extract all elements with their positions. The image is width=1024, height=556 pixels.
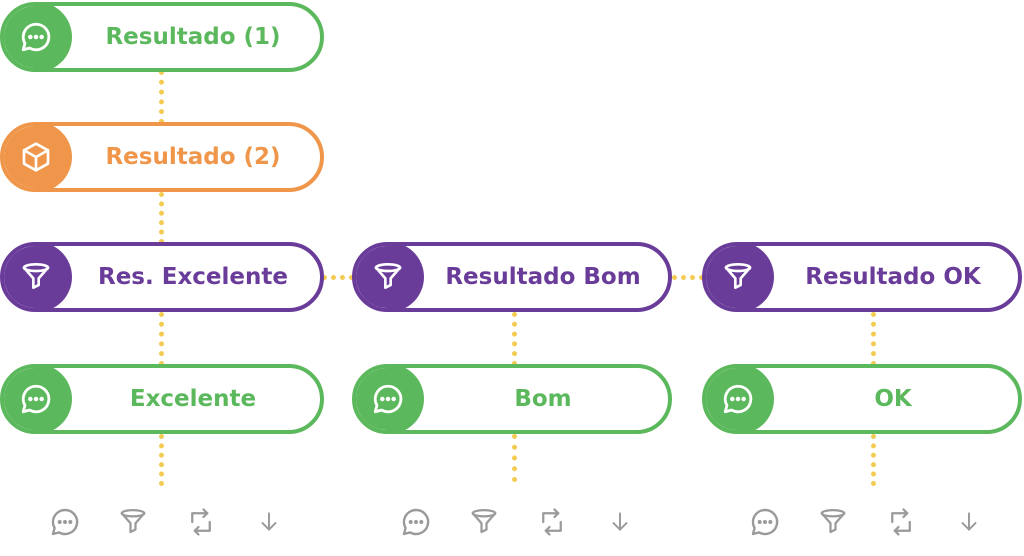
node-excelente[interactable]: Excelente [0, 364, 324, 434]
connector-excelente-bom-filter [322, 275, 354, 280]
arrow-down-icon[interactable] [603, 505, 637, 539]
filter-icon[interactable] [467, 505, 501, 539]
node-label: Resultado Bom [445, 264, 641, 290]
node-label: OK [874, 386, 912, 412]
toolbar-bom [399, 501, 637, 543]
filter-icon[interactable] [116, 505, 150, 539]
node-bom[interactable]: Bom [352, 364, 672, 434]
node-resultado-bom[interactable]: Resultado Bom [352, 242, 672, 312]
chat-icon [356, 368, 424, 430]
node-resultado-2[interactable]: Resultado (2) [0, 122, 324, 192]
arrow-down-icon[interactable] [252, 505, 286, 539]
chat-icon[interactable] [748, 505, 782, 539]
toolbar-ok [748, 501, 986, 543]
node-resultado-1[interactable]: Resultado (1) [0, 2, 324, 72]
filter-icon[interactable] [816, 505, 850, 539]
repeat-icon[interactable] [184, 505, 218, 539]
node-label: Res. Excelente [98, 264, 288, 290]
chat-icon[interactable] [399, 505, 433, 539]
connector-excelente-filter-message [159, 312, 164, 366]
node-label: Resultado OK [805, 264, 981, 290]
connector-excelente-toolbar [159, 434, 164, 486]
connector-resultado2-excelente-filter [159, 192, 164, 244]
chat-icon [706, 368, 774, 430]
node-label: Resultado (1) [105, 24, 281, 50]
node-label: Resultado (2) [105, 144, 281, 170]
repeat-icon[interactable] [535, 505, 569, 539]
arrow-down-icon[interactable] [952, 505, 986, 539]
connector-bom-ok-filter [672, 275, 704, 280]
chat-icon [4, 6, 72, 68]
repeat-icon[interactable] [884, 505, 918, 539]
connector-bom-toolbar [512, 434, 517, 482]
node-ok[interactable]: OK [702, 364, 1022, 434]
box-icon [4, 126, 72, 188]
connector-bom-filter-message [512, 312, 517, 366]
node-resultado-ok[interactable]: Resultado OK [702, 242, 1022, 312]
chat-icon [4, 368, 72, 430]
toolbar-excelente [48, 501, 286, 543]
connector-ok-filter-message [871, 312, 876, 366]
connector-resultado1-resultado2 [159, 70, 164, 124]
chat-icon[interactable] [48, 505, 82, 539]
filter-icon [4, 246, 72, 308]
filter-icon [356, 246, 424, 308]
node-label: Bom [514, 386, 572, 412]
node-res-excelente[interactable]: Res. Excelente [0, 242, 324, 312]
node-label: Excelente [129, 386, 257, 412]
connector-ok-toolbar [871, 434, 876, 486]
filter-icon [706, 246, 774, 308]
